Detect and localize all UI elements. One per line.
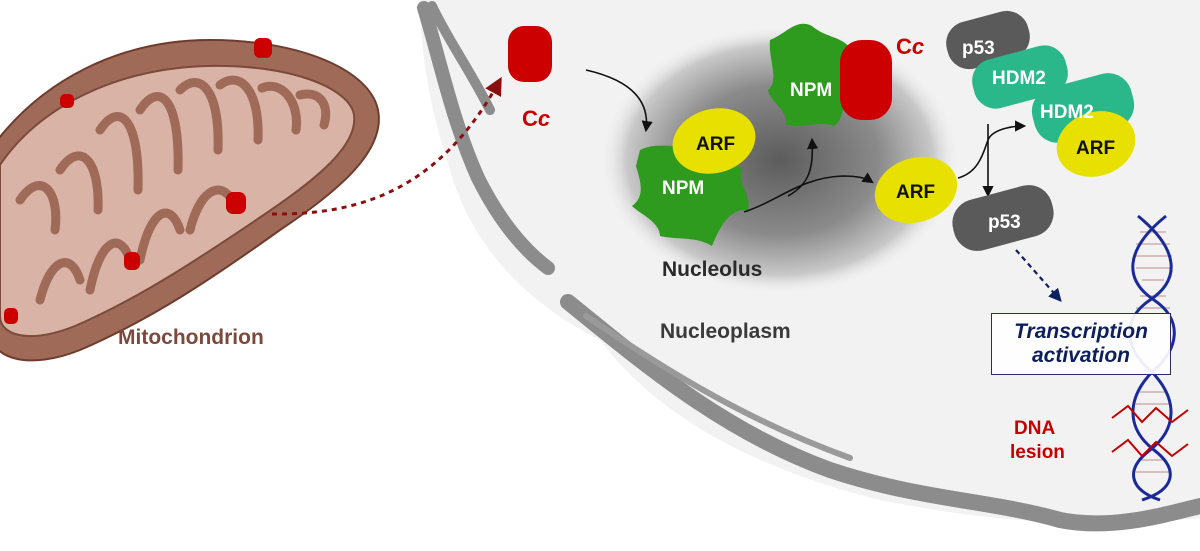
cc-bound-italic-text: c bbox=[912, 34, 924, 59]
cytochrome-c-dot bbox=[254, 38, 272, 58]
dna-lesion-label-1: DNA bbox=[1014, 418, 1055, 439]
cytochrome-c-dot bbox=[4, 308, 18, 324]
nuclear-envelope-lower-2 bbox=[583, 313, 853, 461]
cytochrome-c-label: Cc bbox=[522, 106, 550, 131]
hdm2-label-top: HDM2 bbox=[992, 68, 1046, 89]
release-npm-arrow bbox=[787, 137, 819, 197]
cc-italic-text: c bbox=[538, 106, 550, 131]
arf-label-right: ARF bbox=[1076, 138, 1115, 159]
dna-lesion-mark bbox=[1111, 404, 1189, 424]
release-arf-arrow bbox=[743, 172, 874, 213]
release-arrow bbox=[271, 76, 502, 216]
p53-protein-free bbox=[952, 185, 1054, 251]
hdm2-label-right: HDM2 bbox=[1040, 102, 1094, 123]
cytochrome-c-bound-label: Cc bbox=[896, 34, 924, 59]
cytochrome-c-dot bbox=[226, 192, 246, 214]
mitochondrion-label: Mitochondrion bbox=[118, 326, 264, 349]
arf-protein-free bbox=[874, 156, 958, 224]
transcription-activation-box: Transcription activation bbox=[991, 313, 1171, 375]
arf-label-free: ARF bbox=[896, 182, 935, 203]
nuclear-envelope-lower bbox=[560, 294, 1200, 532]
nucleoplasm-label: Nucleoplasm bbox=[660, 320, 791, 343]
transcription-label-line2: activation bbox=[1031, 344, 1131, 367]
cytochrome-c-dot bbox=[124, 252, 140, 270]
cc-main-text: C bbox=[522, 106, 538, 131]
transcription-label-line1: Transcription bbox=[1014, 320, 1148, 343]
nuclear-envelope-outer-2 bbox=[427, 1, 495, 115]
binding-arrow bbox=[585, 69, 653, 133]
dna-lesion-label-2: lesion bbox=[1010, 442, 1065, 463]
cytochrome-c-dot bbox=[60, 94, 74, 108]
mitochondrion bbox=[0, 38, 380, 362]
p53-label-top: p53 bbox=[962, 38, 995, 59]
cytochrome-c-bound bbox=[840, 40, 892, 120]
cc-bound-main-text: C bbox=[896, 34, 912, 59]
cytochrome-c bbox=[508, 26, 552, 82]
arf-protein-lower bbox=[672, 108, 756, 174]
p53-label-free: p53 bbox=[988, 212, 1021, 233]
activation-arrow bbox=[1015, 249, 1062, 302]
npm-protein-upper bbox=[768, 23, 853, 127]
npm-label-lower: NPM bbox=[662, 178, 704, 199]
nucleolus-label: Nucleolus bbox=[662, 258, 762, 281]
npm-label-upper: NPM bbox=[790, 80, 832, 101]
nuclear-envelope-outer bbox=[417, 1, 555, 275]
arf-label-lower: ARF bbox=[696, 134, 735, 155]
arf-protein-right bbox=[1056, 111, 1136, 177]
dna-lesion-mark bbox=[1111, 438, 1189, 458]
